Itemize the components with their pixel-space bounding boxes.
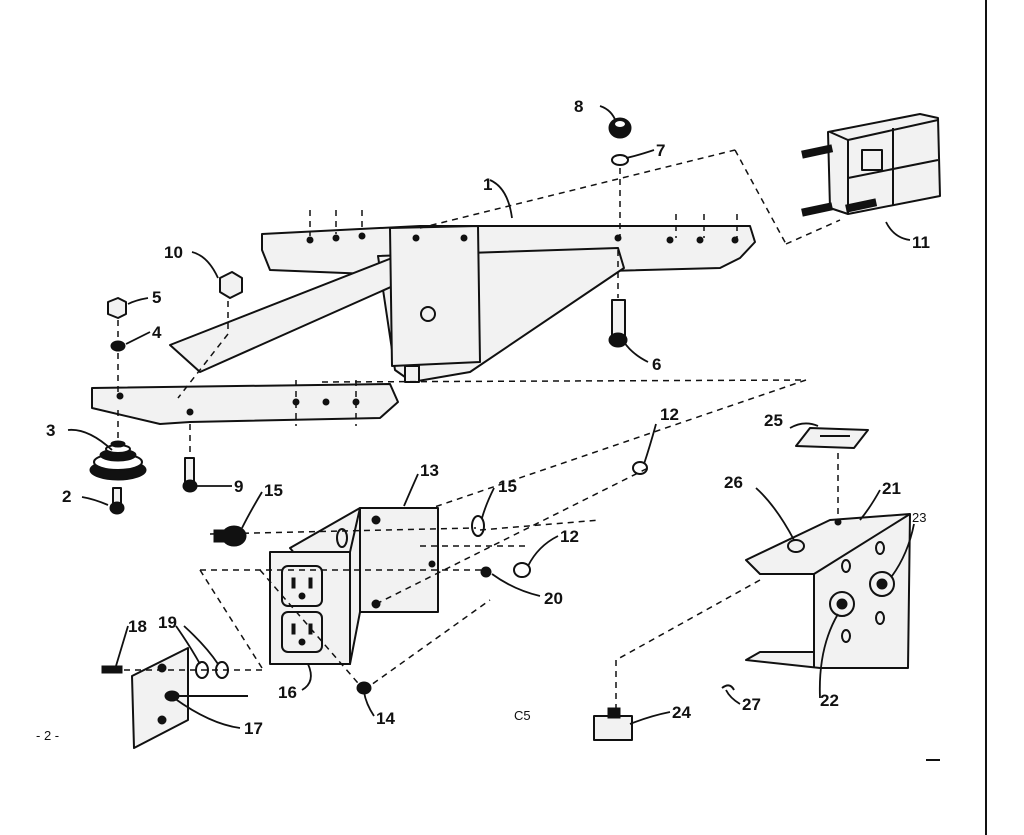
callout-labels: 1 2 3 4 5 6 7 8 9 10 11 12 12 13 14 15 1… xyxy=(46,97,930,738)
receptacle-part-22 xyxy=(829,591,855,617)
receptacle-part-23 xyxy=(869,571,895,597)
box-holes xyxy=(841,541,885,643)
callout-1: 1 xyxy=(483,175,492,194)
clip-part-25 xyxy=(795,427,869,449)
callout-24: 24 xyxy=(672,703,691,722)
callout-18: 18 xyxy=(128,617,147,636)
screw-part-2 xyxy=(109,487,125,515)
callout-16: 16 xyxy=(278,683,297,702)
callout-3: 3 xyxy=(46,421,55,440)
callout-12-upper: 12 xyxy=(660,405,679,424)
leader-lines xyxy=(67,105,915,729)
callout-7: 7 xyxy=(656,141,665,160)
grommet-part-15-left xyxy=(213,525,247,547)
box-guide-bottom xyxy=(615,579,761,661)
callout-25: 25 xyxy=(764,411,783,430)
callout-6: 6 xyxy=(652,355,661,374)
callout-27: 27 xyxy=(742,695,761,714)
callout-26: 26 xyxy=(724,473,743,492)
switch-block-part-11 xyxy=(801,113,941,217)
callout-4: 4 xyxy=(152,323,162,342)
callout-13: 13 xyxy=(420,461,439,480)
nut-part-5 xyxy=(107,297,127,319)
callout-14: 14 xyxy=(376,709,395,728)
switch-part-24 xyxy=(593,707,633,741)
cover-plate-part-17 xyxy=(131,647,248,749)
nut-part-12-upper xyxy=(632,461,648,475)
callout-12-lower: 12 xyxy=(560,527,579,546)
main-frame-part xyxy=(91,225,756,425)
screw-part-20 xyxy=(480,566,492,578)
callout-23: 23 xyxy=(912,510,926,525)
receptacle-box-part-21 xyxy=(745,513,911,669)
callout-8: 8 xyxy=(574,97,583,116)
screw-part-18 xyxy=(101,665,123,674)
frame-guides xyxy=(117,149,841,513)
grommet-part-15-right xyxy=(471,515,485,537)
callout-2: 2 xyxy=(62,487,71,506)
bolt-part-6 xyxy=(608,299,628,348)
nut-part-10 xyxy=(219,271,243,299)
bolt-part-9 xyxy=(182,457,198,493)
callout-22: 22 xyxy=(820,691,839,710)
callout-17: 17 xyxy=(244,719,263,738)
clip-part-27 xyxy=(721,684,735,691)
callout-10: 10 xyxy=(164,243,183,262)
callout-19: 19 xyxy=(158,613,177,632)
page-marker: - 2 - xyxy=(36,728,59,743)
nut-part-12-lower xyxy=(513,562,531,578)
code-mark: C5 xyxy=(514,708,531,723)
housing-guides xyxy=(199,467,649,691)
callout-20: 20 xyxy=(544,589,563,608)
callout-21: 21 xyxy=(882,479,901,498)
callout-15-left: 15 xyxy=(264,481,283,500)
nut-part-8 xyxy=(608,117,632,139)
callout-15-right: 15 xyxy=(498,477,517,496)
washer-part-4 xyxy=(110,340,126,352)
washer-part-7 xyxy=(611,154,629,166)
foot-part-3 xyxy=(89,440,147,481)
callout-11: 11 xyxy=(912,233,930,252)
callout-9: 9 xyxy=(234,477,243,496)
callout-5: 5 xyxy=(152,288,161,307)
